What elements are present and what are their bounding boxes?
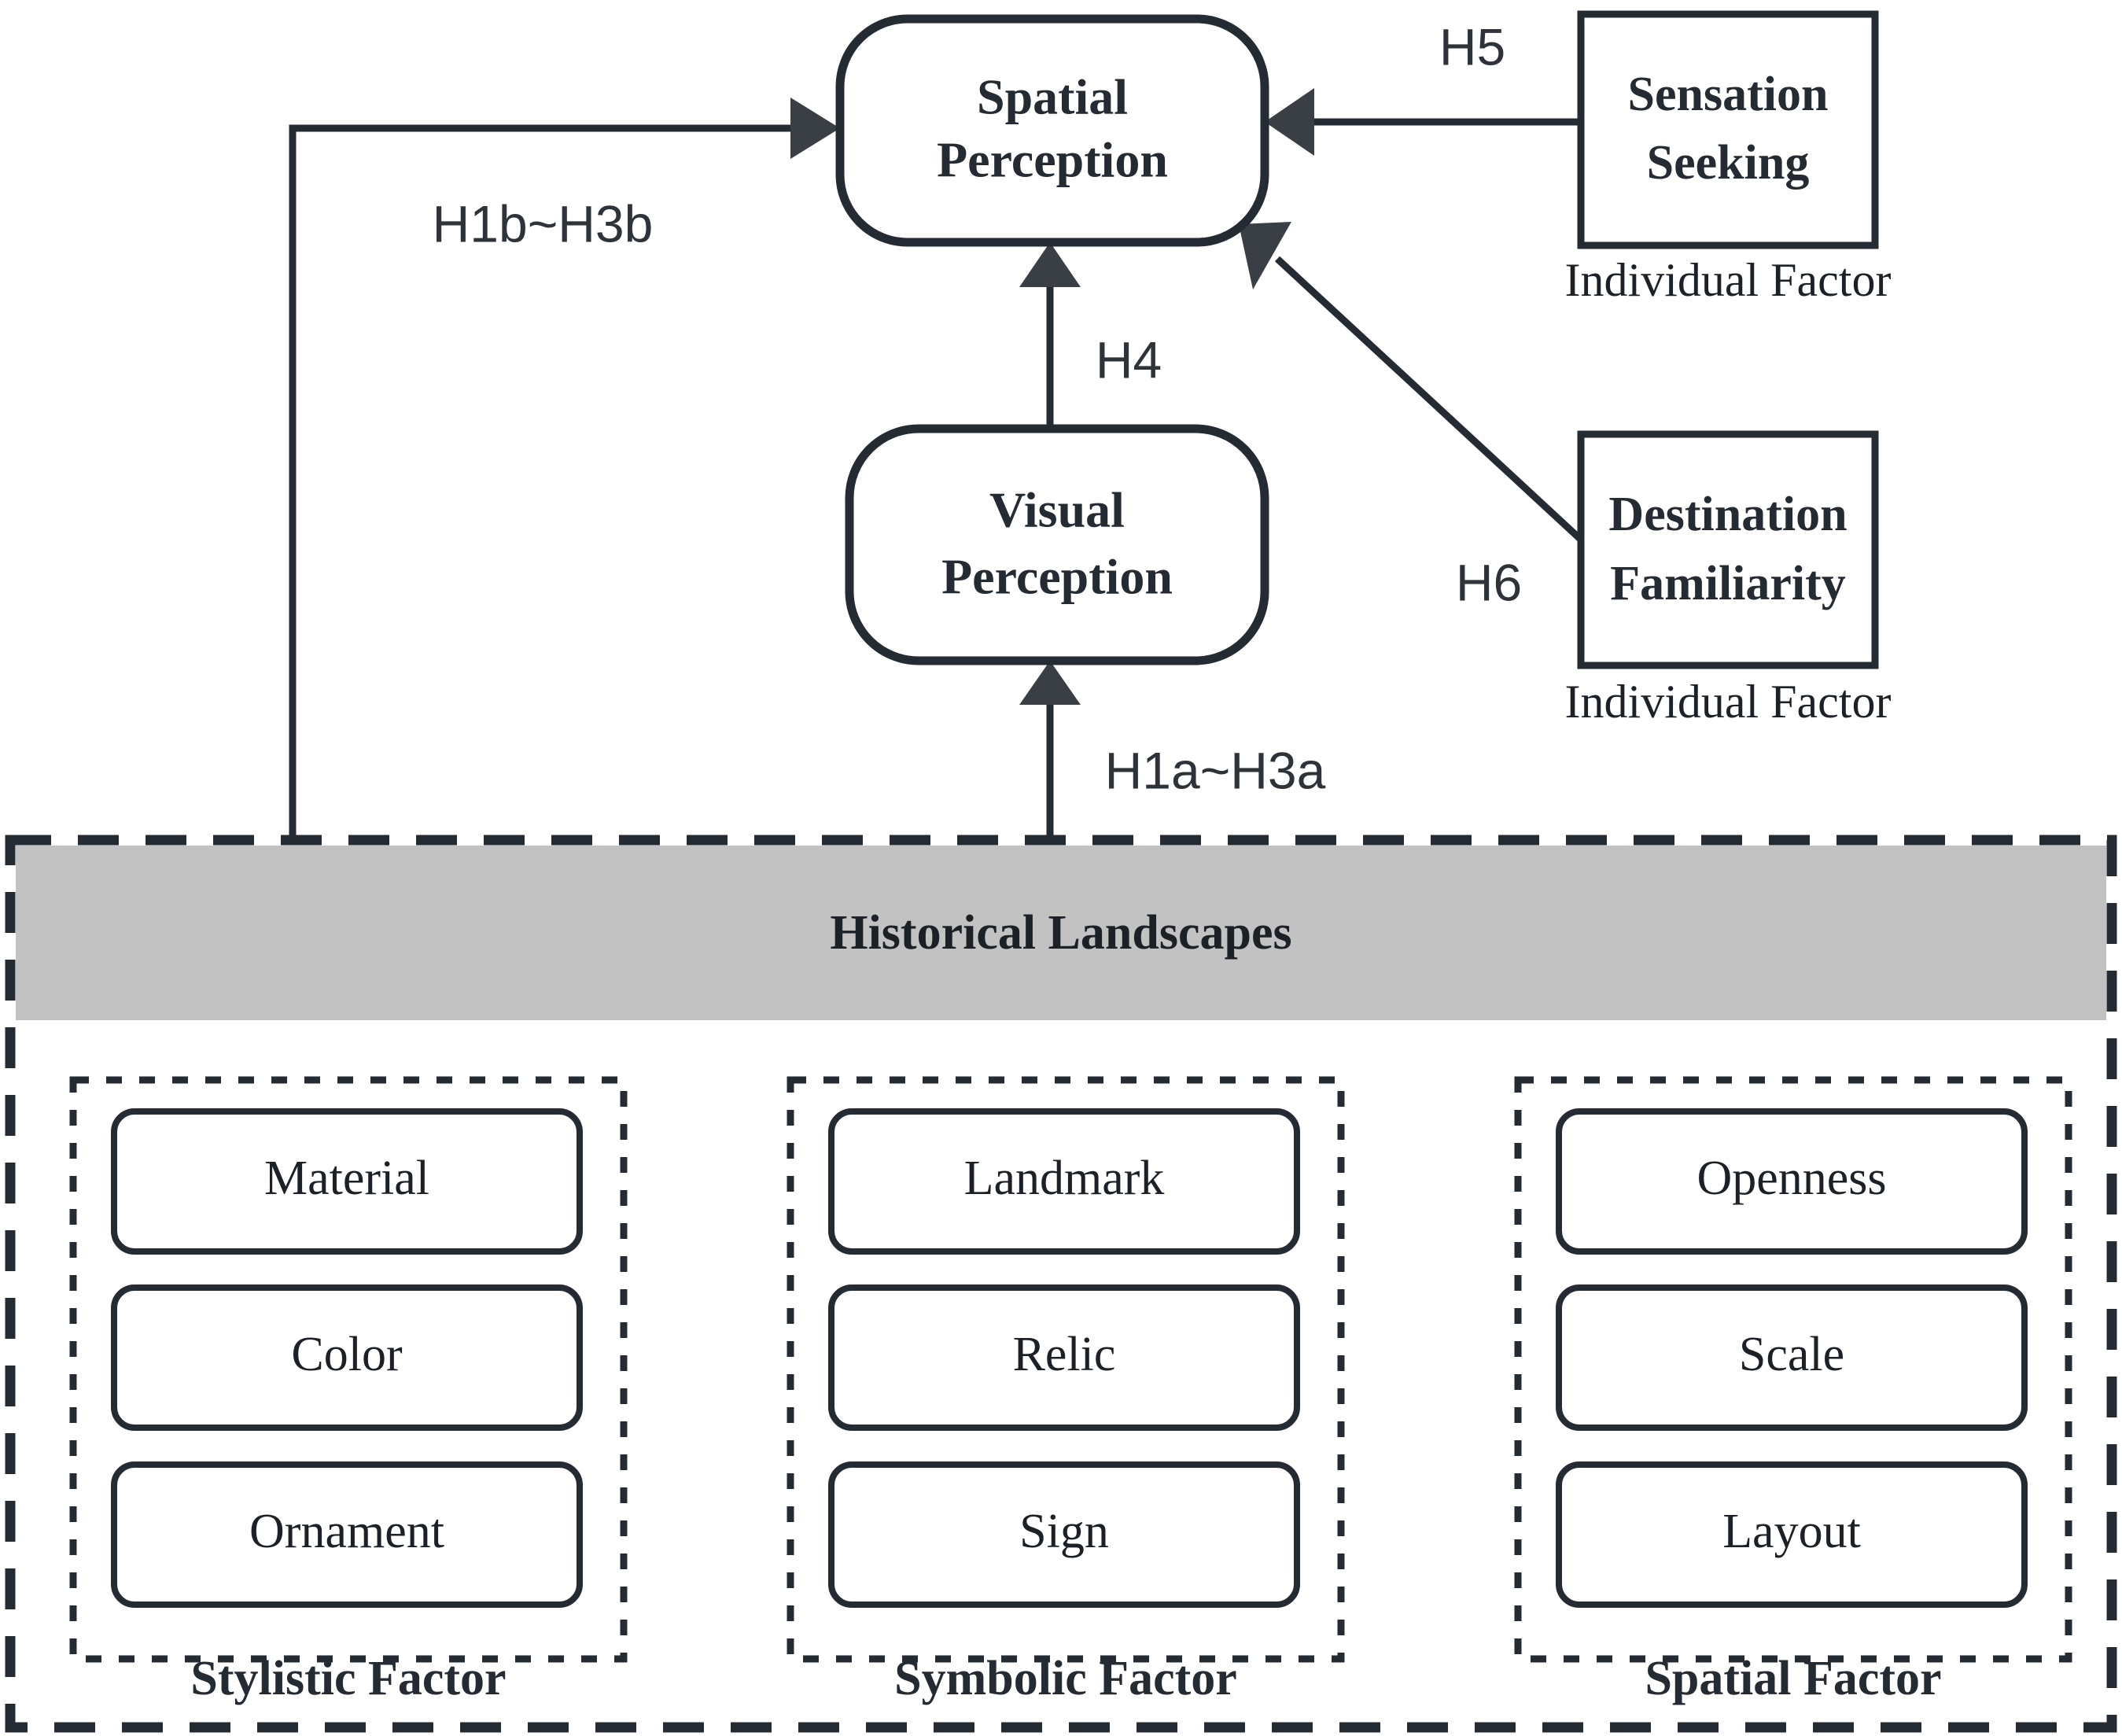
- factor-group-stylistic: Material Color Ornament Stylistic Factor: [69, 1076, 628, 1705]
- sub-node-ornament-label: Ornament: [249, 1505, 444, 1558]
- historical-landscapes-container: [5, 835, 2117, 1733]
- sub-node-layout-label: Layout: [1722, 1505, 1861, 1558]
- sub-node-relic-label: Relic: [1013, 1328, 1116, 1381]
- node-visual-perception[interactable]: [845, 424, 1269, 665]
- spatial-perception-line1: Spatial: [977, 69, 1128, 125]
- sub-node-material-label: Material: [264, 1152, 429, 1205]
- arrowhead-h1a-h3a: [1019, 661, 1081, 705]
- destination-familiarity-line1: Destination: [1608, 488, 1847, 541]
- label-h5: H5: [1439, 17, 1505, 76]
- spatial-group-border: [1514, 1076, 2072, 1663]
- sensation-seeking-caption: Individual Factor: [1565, 254, 1892, 306]
- factor-group-symbolic: Landmark Relic Sign Symbolic Factor: [787, 1076, 1345, 1705]
- visual-perception-line1: Visual: [989, 482, 1125, 538]
- sub-node-sign-label: Sign: [1019, 1505, 1109, 1558]
- sensation-seeking-line2: Seeking: [1647, 136, 1810, 190]
- connector-h1b-h3b: [289, 124, 790, 840]
- label-h1b-h3b: H1b~H3b: [433, 194, 654, 252]
- label-h1a-h3a: H1a~H3a: [1105, 741, 1326, 799]
- stylistic-group-border: [69, 1076, 628, 1663]
- sub-node-sign[interactable]: [828, 1461, 1300, 1608]
- destination-familiarity-caption: Individual Factor: [1565, 676, 1892, 728]
- visual-perception-line2: Perception: [941, 549, 1173, 605]
- sub-node-scale-label: Scale: [1739, 1328, 1844, 1381]
- node-destination-familiarity[interactable]: [1577, 430, 1879, 669]
- sub-node-ornament[interactable]: [111, 1461, 583, 1608]
- sub-node-scale[interactable]: [1556, 1284, 2028, 1431]
- sub-node-openness[interactable]: [1556, 1108, 2028, 1255]
- factor-group-spatial: Openness Scale Layout Spatial Factor: [1514, 1076, 2072, 1705]
- sub-node-landmark-label: Landmark: [964, 1152, 1165, 1205]
- sub-node-material[interactable]: [111, 1108, 583, 1255]
- node-spatial-perception[interactable]: [835, 14, 1269, 247]
- historical-landscapes-title: Historical Landscapes: [830, 906, 1291, 960]
- sub-node-color-label: Color: [291, 1328, 403, 1381]
- label-h6: H6: [1456, 553, 1522, 611]
- connector-h6: [1274, 256, 1584, 543]
- sub-node-color[interactable]: [111, 1284, 583, 1431]
- sub-node-relic[interactable]: [828, 1284, 1300, 1431]
- arrowhead-h6: [1239, 222, 1291, 289]
- stylistic-factor-caption: Stylistic Factor: [190, 1652, 506, 1705]
- historical-landscapes-band: [16, 846, 2106, 1020]
- symbolic-factor-caption: Symbolic Factor: [894, 1652, 1237, 1705]
- sub-node-openness-label: Openness: [1696, 1152, 1886, 1205]
- arrowhead-h4: [1019, 242, 1081, 287]
- spatial-perception-line2: Perception: [937, 132, 1168, 188]
- arrowhead-h5: [1265, 88, 1314, 156]
- label-h4: H4: [1096, 330, 1162, 389]
- symbolic-group-border: [787, 1076, 1345, 1663]
- sub-node-landmark[interactable]: [828, 1108, 1300, 1255]
- sub-node-layout[interactable]: [1556, 1461, 2028, 1608]
- destination-familiarity-line2: Familiarity: [1610, 557, 1846, 610]
- sensation-seeking-line1: Sensation: [1628, 68, 1829, 121]
- arrowhead-h1b-h3b: [790, 98, 840, 159]
- node-sensation-seeking[interactable]: [1577, 10, 1879, 249]
- spatial-factor-caption: Spatial Factor: [1645, 1652, 1941, 1705]
